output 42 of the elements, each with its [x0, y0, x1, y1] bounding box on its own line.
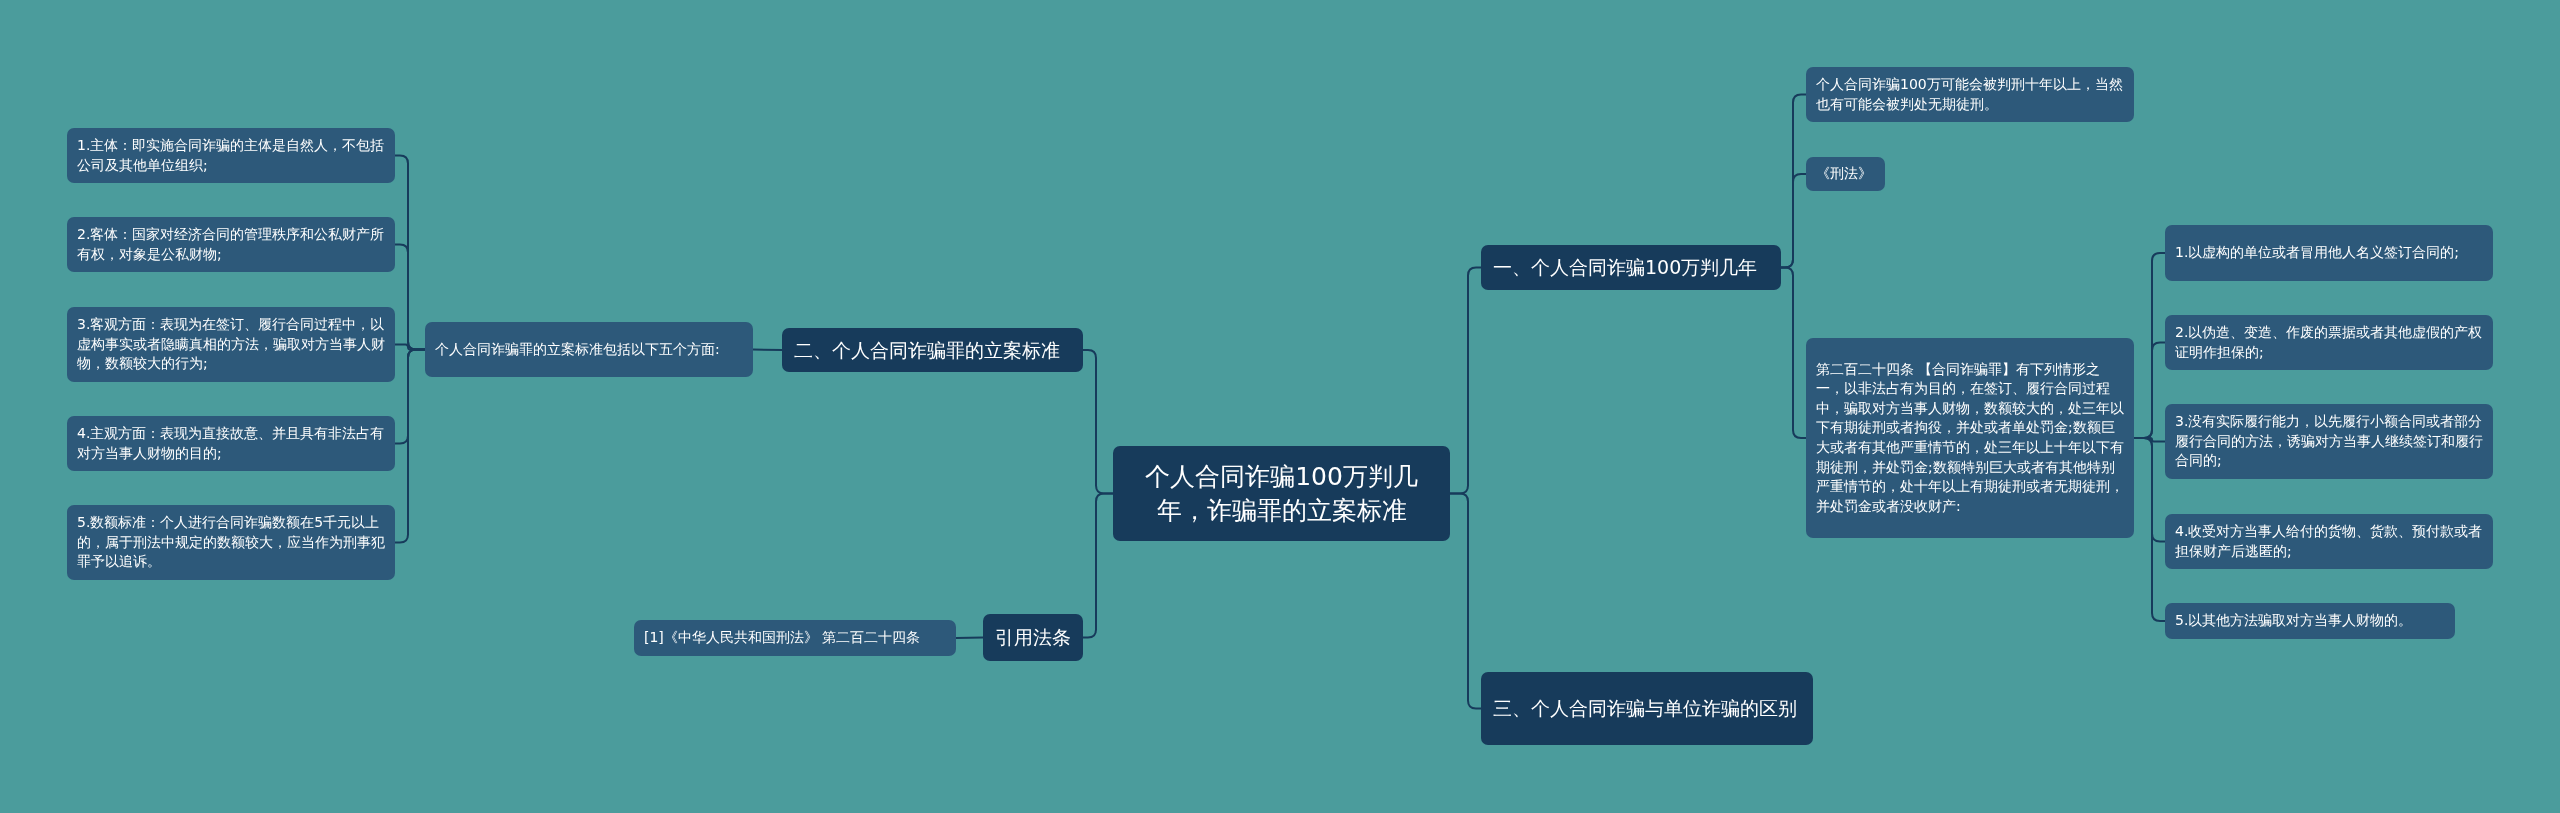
leaf-topic-box — [2165, 404, 2493, 479]
topic-text: 4.主观方面：表现为直接故意、并且具有非法占有对方当事人财物的目的; — [77, 423, 385, 463]
leaf-topic-box — [2165, 315, 2493, 370]
leaf-topic-box — [634, 620, 956, 656]
leaf-topic-box — [1806, 157, 1885, 191]
topic-text: 《刑法》 — [1816, 164, 1872, 184]
topic-text: 第二百二十四条 【合同诈骗罪】有下列情形之一，以非法占有为目的，在签订、履行合同过程中，骗取对方当事人财物，数额较大的，处三年以下有期徒刑或者拘役，并处或者单处罚金;数额巨大或者有其他严重情节的，处三年以上十年以下有期徒刑，并处罚金;数额特别巨大或者有其他特别严重情节的，处十年以上有期徒刑或者无期徒刑，并处罚金或者没收财产: — [1816, 359, 2124, 516]
topic-text: [1]《中华人民共和国刑法》 第二百二十四条 — [644, 628, 921, 648]
topic-text: 个人合同诈骗100万可能会被判刑十年以上，当然也有可能会被判处无期徒刑。 — [1816, 74, 2124, 114]
topic-text: 5.以其他方法骗取对方当事人财物的。 — [2175, 611, 2413, 631]
leaf-topic-box — [67, 505, 395, 580]
topic-text: 二、个人合同诈骗罪的立案标准 — [794, 337, 1060, 363]
branch-topic-box — [983, 614, 1083, 661]
leaf-topic-box — [2165, 225, 2493, 281]
leaf-topic-box — [2165, 514, 2493, 569]
branch-topic-box — [1481, 672, 1813, 745]
connector-line — [955, 636, 984, 639]
topic-text: 2.客体：国家对经济合同的管理秩序和公私财产所有权，对象是公私财物; — [77, 224, 385, 264]
topic-text: 引用法条 — [995, 625, 1071, 651]
topic-text: 1.主体：即实施合同诈骗的主体是自然人，不包括公司及其他单位组织; — [77, 135, 385, 175]
leaf-topic-box — [425, 322, 753, 377]
leaf-topic-box — [2165, 603, 2455, 639]
leaf-topic-box — [67, 416, 395, 471]
leaf-topic-box — [67, 307, 395, 382]
topic-text: 1.以虚构的单位或者冒用他人名义签订合同的; — [2175, 243, 2460, 263]
topic-text: 3.没有实际履行能力，以先履行小额合同或者部分履行合同的方法，诱骗对方当事人继续签订和履行合同的; — [2175, 412, 2483, 471]
connector-line — [752, 348, 783, 351]
topic-text: 3.客观方面：表现为在签订、履行合同过程中，以虚构事实或者隐瞒真相的方法，骗取对方当事人财物，数额较大的行为; — [77, 315, 385, 374]
topic-text: 一、个人合同诈骗100万判几年 — [1493, 255, 1758, 281]
leaf-topic-box — [67, 217, 395, 272]
branch-topic-box — [1481, 245, 1781, 290]
leaf-topic-box — [1806, 67, 2134, 122]
leaf-topic-box — [1806, 338, 2134, 538]
topic-text: 个人合同诈骗罪的立案标准包括以下五个方面: — [435, 339, 720, 359]
branch-topic-box — [782, 328, 1083, 372]
topic-text: 个人合同诈骗100万判几年，诈骗罪的立案标准 — [1144, 460, 1419, 527]
topic-text: 5.数额标准：个人进行合同诈骗数额在5千元以上的，属于刑法中规定的数额较大，应当作为刑事犯罪予以追诉。 — [77, 513, 385, 572]
topic-text: 2.以伪造、变造、作废的票据或者其他虚假的产权证明作担保的; — [2175, 322, 2483, 362]
leaf-topic-box — [67, 128, 395, 183]
topic-text: 三、个人合同诈骗与单位诈骗的区别 — [1493, 696, 1797, 722]
central-topic-box — [1113, 446, 1450, 541]
topic-text: 4.收受对方当事人给付的货物、货款、预付款或者担保财产后逃匿的; — [2175, 521, 2483, 561]
